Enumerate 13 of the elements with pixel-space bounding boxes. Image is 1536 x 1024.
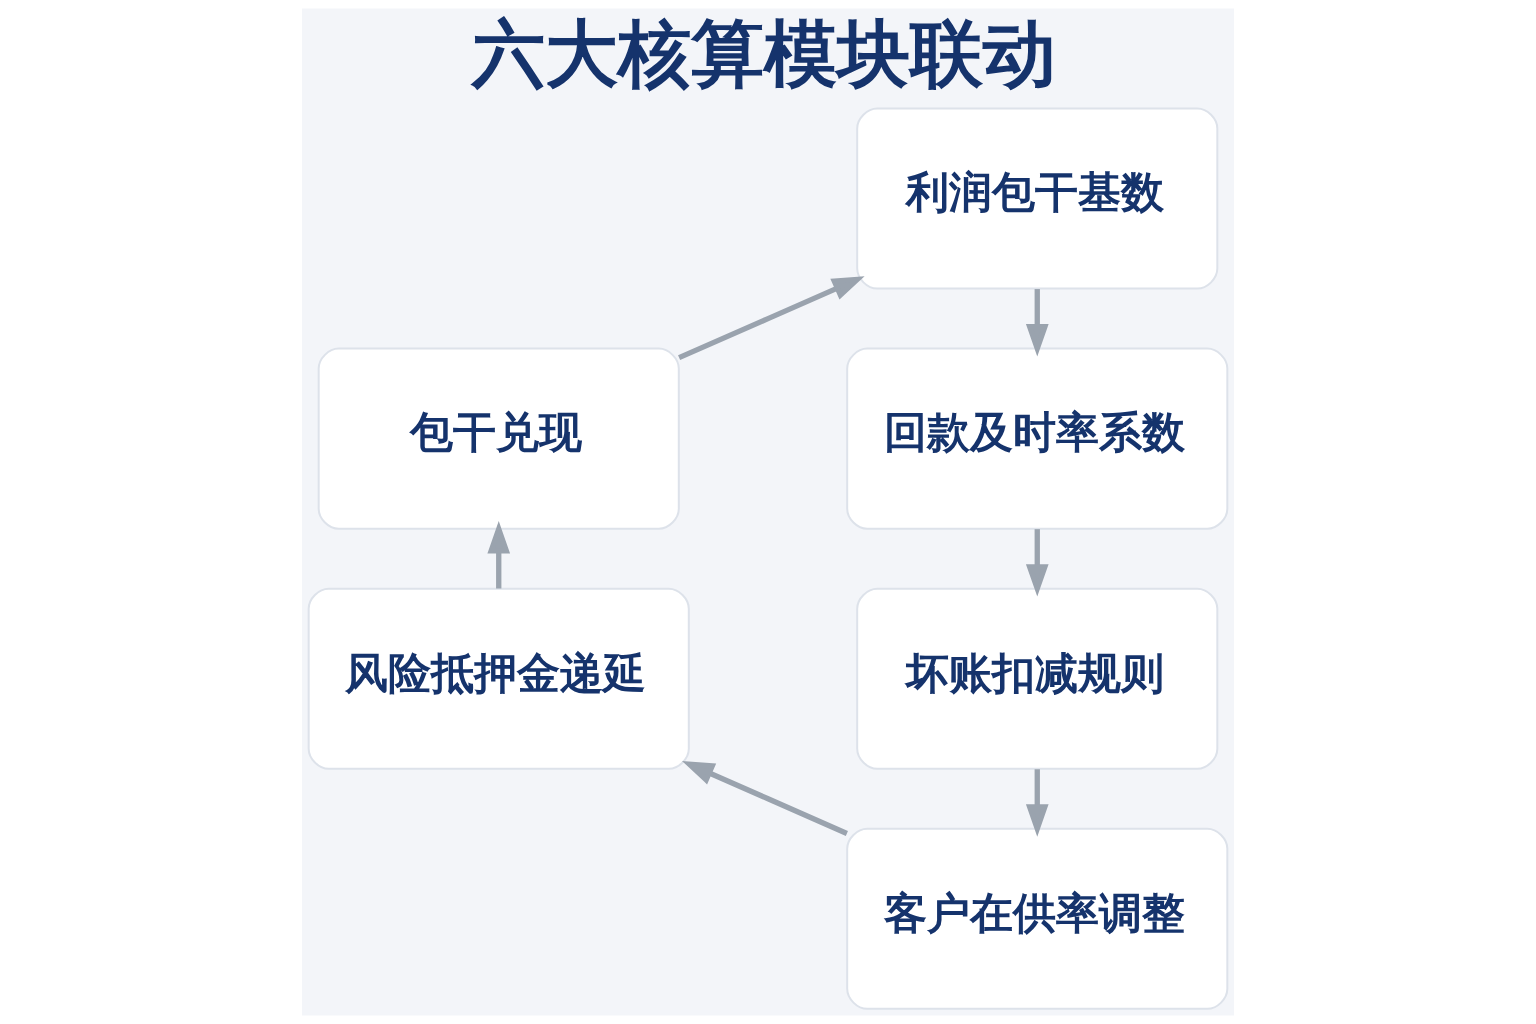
arrow <box>678 276 865 361</box>
node-box: 坏账扣减规则 <box>856 587 1219 770</box>
arrow <box>681 760 848 836</box>
node-box: 风险抵押金递延 <box>307 587 690 770</box>
node-box: 客户在供率调整 <box>846 827 1229 1010</box>
arrow <box>1025 769 1049 837</box>
arrow <box>1025 529 1049 597</box>
diagram-title: 六大核算模块联动 <box>472 10 1057 96</box>
arrow <box>1025 289 1049 357</box>
arrow <box>487 521 511 589</box>
node-box: 回款及时率系数 <box>846 347 1229 530</box>
node-box: 利润包干基数 <box>856 107 1219 290</box>
node-box: 包干兑现 <box>317 347 680 530</box>
